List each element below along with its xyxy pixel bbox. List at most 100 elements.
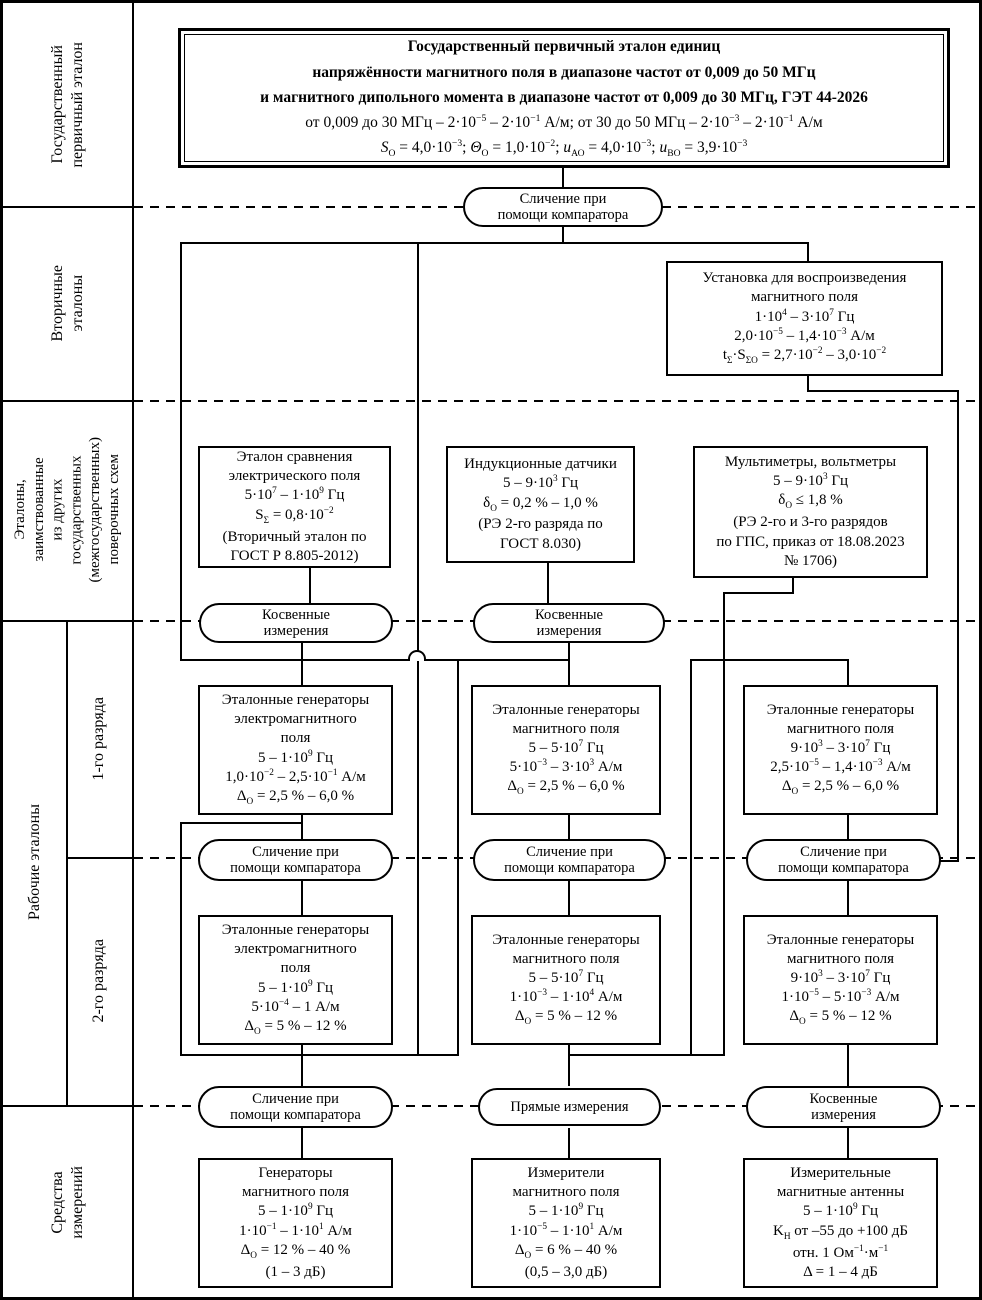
text-line: № 1706) <box>783 552 838 569</box>
oval-comparator-top: Сличение при помощи компаратора <box>463 187 663 227</box>
connector-line <box>807 242 809 261</box>
text-line: ΔО = 2,5 % – 6,0 % <box>507 778 625 798</box>
primary-standard-text: Государственный первичный эталон единиц н… <box>184 34 944 162</box>
text-line: ΔО = 12 % – 40 % <box>240 1241 351 1261</box>
text-line: электромагнитного <box>234 711 357 728</box>
oval-indirect-measurements: Косвенные измерения <box>473 603 665 643</box>
text-line: (0,5 – 3,0 дБ) <box>524 1263 608 1280</box>
text-line: 5 – 1·109 Гц <box>257 748 334 766</box>
text-line: поля <box>280 730 311 747</box>
connector-line <box>180 659 570 661</box>
sidebar-right-border <box>132 3 134 1297</box>
sidebar-label: 1-го разряда <box>90 696 107 781</box>
sidebar-cell-secondary-standards: Вторичные эталоны <box>3 206 132 400</box>
text-line: 1·10−5 – 1·101 А/м <box>509 1221 623 1239</box>
text-line: (РЭ 2-го разряда по <box>478 516 603 533</box>
connector-line <box>568 643 570 685</box>
text-line: 5 – 1·109 Гц <box>528 1202 604 1220</box>
connector-line <box>301 815 303 839</box>
text-line: ΔО = 5 % – 12 % <box>514 1008 618 1028</box>
text-line: ΔО = 6 % – 40 % <box>514 1241 618 1261</box>
text-line: Эталонные генераторы <box>766 701 915 718</box>
connector-line <box>847 659 849 685</box>
text-line: 1·104 – 3·107 Гц <box>754 307 855 325</box>
text-line: Мультиметры, вольтметры <box>724 454 897 471</box>
connector-line <box>807 376 809 392</box>
text-line: (1 – 3 дБ) <box>265 1263 326 1280</box>
text-line: 5 – 1·109 Гц <box>257 1202 334 1220</box>
category-divider-dashed <box>134 400 979 402</box>
text-line: 5·107 – 1·109 Гц <box>244 486 345 504</box>
node-primary-standard: Государственный первичный эталон единиц н… <box>178 28 950 168</box>
node-reproduction-setup: Установка для воспроизведения магнитного … <box>666 261 943 376</box>
text-line: магнитного поля <box>512 1184 620 1201</box>
text-line: Эталонные генераторы <box>492 701 640 718</box>
sidebar-row-divider <box>3 206 134 208</box>
text-line: (РЭ 2-го и 3-го разрядов <box>733 514 888 531</box>
text-line: магнитного поля <box>750 289 859 306</box>
text-line: Эталонные генераторы <box>221 922 370 939</box>
oval-comparator-bottom: Сличение при помощи компаратора <box>198 1086 393 1128</box>
text-line: магнитного поля <box>512 720 620 737</box>
text-line: Эталонные генераторы <box>766 931 915 948</box>
connector-line <box>847 881 849 915</box>
connector-line <box>301 643 303 685</box>
text-line: 5·10−3 – 3·103 А/м <box>509 758 623 776</box>
connector-line <box>562 168 564 187</box>
text-line: ГОСТ Р 8.805-2012) <box>230 547 359 564</box>
sidebar-row-divider <box>3 1105 134 1107</box>
sidebar-label: Государственный первичный эталон <box>48 41 86 168</box>
connector-line <box>562 227 564 243</box>
sidebar-label: 2-го разряда <box>90 939 107 1023</box>
text-line: магнитного поля <box>241 1184 350 1201</box>
text-line: ΔО = 2,5 % – 6,0 % <box>781 778 900 798</box>
connector-line <box>180 242 809 244</box>
text-line: δО = 0,2 % – 1,0 % <box>483 494 598 514</box>
sidebar-subcolumn-divider <box>66 620 68 1107</box>
text-line: Эталонные генераторы <box>492 931 640 948</box>
connector-line <box>547 563 549 603</box>
sidebar-cell-rank1: 1-го разряда <box>66 620 132 857</box>
text-line: tΣ·SΣО = 2,7·10−2 – 3,0·10−2 <box>722 345 887 366</box>
connector-line <box>568 1128 570 1158</box>
connector-line <box>847 815 849 839</box>
sidebar-label: Средства измерений <box>48 1166 86 1239</box>
text-line: магнитного поля <box>786 950 895 967</box>
connector-line <box>939 860 959 862</box>
text-line: напряжённости магнитного поля в диапазон… <box>312 63 816 81</box>
oval-indirect-measurements: Косвенные измерения <box>199 603 393 643</box>
sidebar-subrow-divider <box>66 857 134 859</box>
text-line: по ГПС, приказ от 18.08.2023 <box>716 533 905 550</box>
text-line: δО ≤ 1,8 % <box>778 492 843 512</box>
text-line: 2,5·10−5 – 1,4·10−3 А/м <box>770 758 911 776</box>
connector-line <box>180 242 182 661</box>
text-line: Установка для воспроизведения <box>702 270 907 287</box>
text-line: магнитного поля <box>512 950 620 967</box>
connector-line <box>807 390 959 392</box>
sidebar-row-divider <box>3 620 134 622</box>
sidebar-label: Рабочие эталоны <box>25 804 43 921</box>
text-line: SО = 4,0·10−3; ΘО = 1,0·10−2; uАО = 4,0·… <box>380 137 748 159</box>
bus-line <box>180 822 182 1056</box>
bus-line <box>417 242 419 1056</box>
connector-line <box>957 390 959 862</box>
connector-line <box>180 822 303 824</box>
text-line: Эталонные генераторы <box>221 692 370 709</box>
bus-line <box>690 659 692 1056</box>
connector-line <box>301 881 303 915</box>
connector-line <box>568 1054 725 1056</box>
text-line: 5·10−4 – 1 А/м <box>251 997 340 1015</box>
text-line: 5 – 1·109 Гц <box>257 978 334 996</box>
connector-line <box>180 1054 459 1056</box>
text-line: 1·10−3 – 1·104 А/м <box>509 988 623 1006</box>
text-line: Государственный первичный эталон единиц <box>407 38 721 56</box>
connector-line <box>723 592 794 594</box>
text-line: поля <box>280 960 311 977</box>
